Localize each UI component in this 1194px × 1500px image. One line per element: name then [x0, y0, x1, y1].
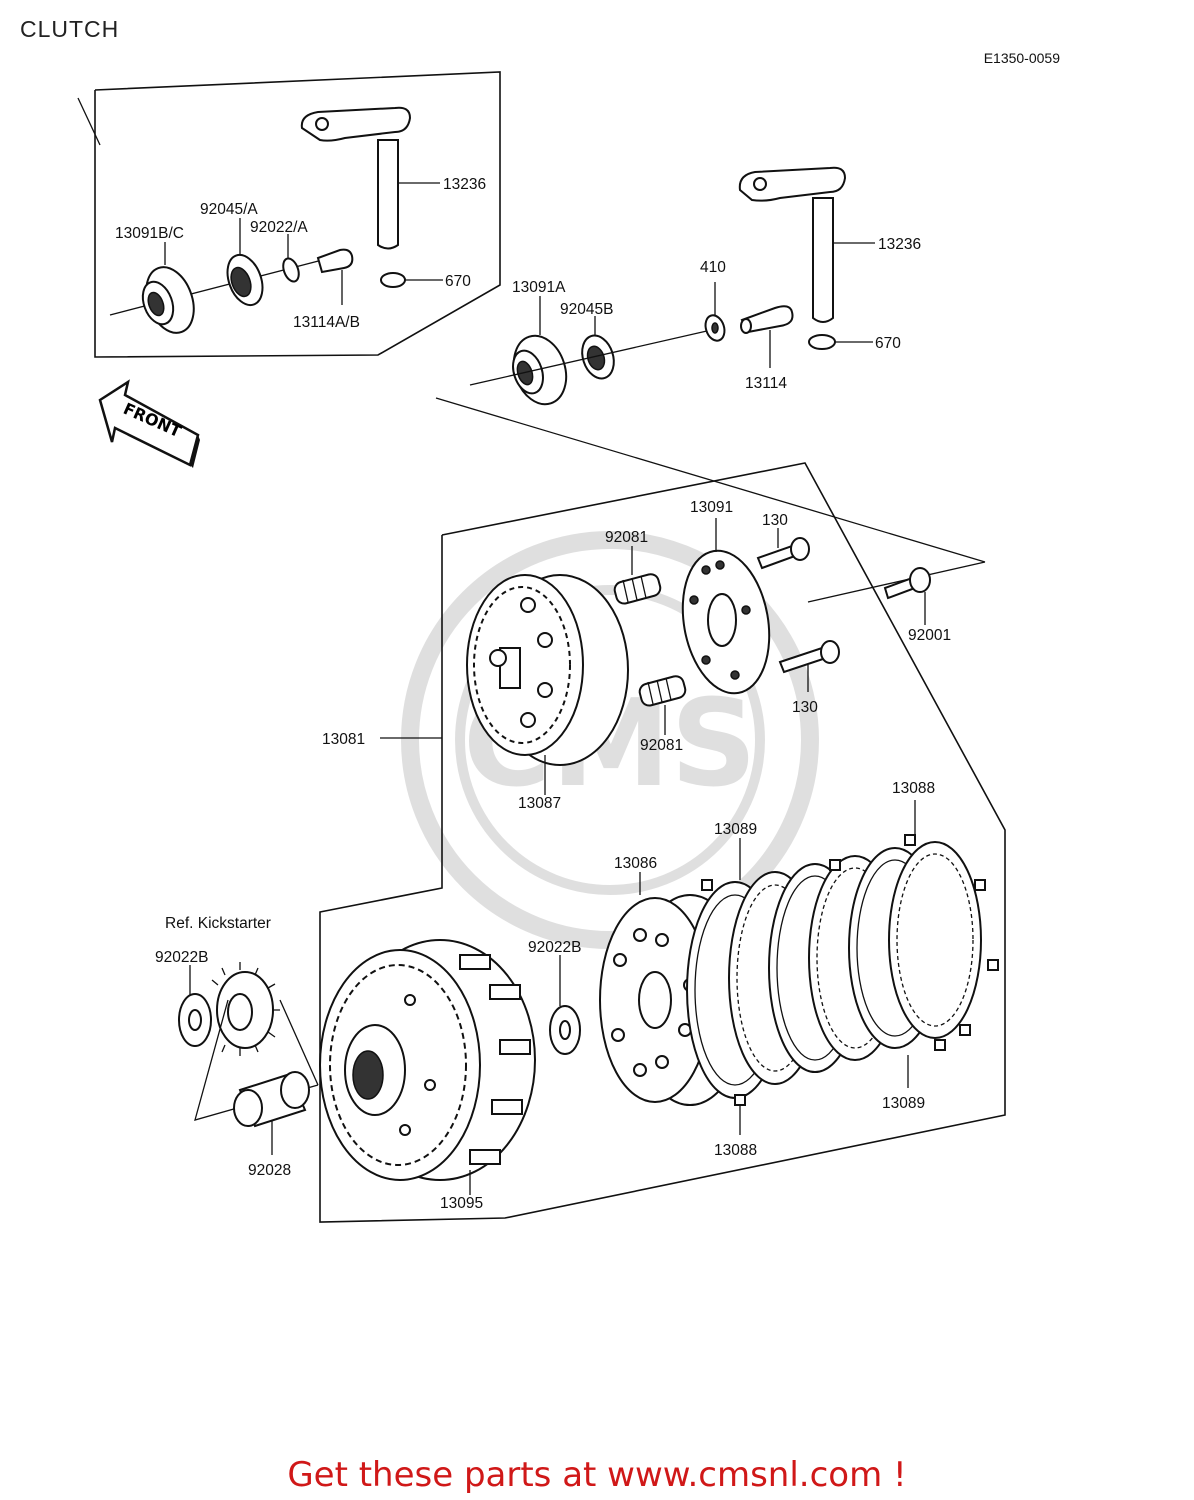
- washer-410: [704, 314, 726, 342]
- label-13114: 13114: [745, 375, 787, 392]
- label-92022a: 92022/A: [250, 219, 308, 236]
- bolt-130-bottom: [778, 640, 840, 674]
- washer-92022b-left: [178, 993, 212, 1047]
- front-arrow: FRONT: [98, 379, 200, 468]
- label-13089-bottom: 13089: [882, 1095, 925, 1112]
- spring-bottom: [638, 675, 687, 707]
- bolt-92001: [883, 567, 931, 600]
- label-92028: 92028: [248, 1162, 291, 1179]
- label-410: 410: [700, 259, 726, 276]
- label-670-upper: 670: [445, 273, 471, 290]
- label-13091: 13091: [690, 499, 733, 516]
- label-13081: 13081: [322, 731, 365, 748]
- sleeve-92028: [233, 1071, 310, 1128]
- oil-seal-mid: [512, 334, 568, 406]
- pushrod-left: [316, 248, 354, 274]
- footer-parts-link[interactable]: Get these parts at www.cmsnl.com !: [0, 1455, 1194, 1495]
- label-ref-kickstarter: Ref. Kickstarter: [165, 915, 271, 932]
- label-13095: 13095: [440, 1195, 483, 1212]
- label-92045a: 92045/A: [200, 201, 258, 218]
- lever-shaft-right: [738, 166, 847, 323]
- label-13087: 13087: [518, 795, 561, 812]
- clutch-housing-13095: [319, 939, 536, 1181]
- label-13088-top: 13088: [892, 780, 935, 797]
- label-92081-bottom: 92081: [640, 737, 683, 754]
- washer-670-right: [808, 334, 836, 350]
- clutch-hub-13087: [466, 574, 629, 766]
- spring-top: [613, 573, 662, 605]
- washer-left: [282, 257, 300, 283]
- kickstarter-gear: [211, 962, 280, 1056]
- washer-92022b-mid: [549, 1005, 581, 1055]
- label-130-top: 130: [762, 512, 788, 529]
- label-13091a: 13091A: [512, 279, 566, 296]
- label-13089-top: 13089: [714, 821, 757, 838]
- cmsnl-link[interactable]: Get these parts at www.cmsnl.com !: [287, 1455, 907, 1495]
- bolt-130-top: [756, 537, 810, 570]
- label-130-bottom: 130: [792, 699, 818, 716]
- label-13236-right: 13236: [878, 236, 921, 253]
- label-92022b-mid: 92022B: [528, 939, 581, 956]
- washer-670-upper: [380, 272, 406, 288]
- oil-seal-left: [141, 266, 195, 334]
- label-92045b: 92045B: [560, 301, 613, 318]
- lever-shaft-upper: [300, 106, 440, 250]
- label-92022b-left: 92022B: [155, 949, 208, 966]
- label-13236-upper: 13236: [443, 176, 486, 193]
- bearing-mid: [581, 334, 615, 380]
- pressure-plate-13091: [681, 549, 771, 695]
- label-670-right: 670: [875, 335, 901, 352]
- clutch-plates-stack: [686, 834, 999, 1106]
- label-13088-bottom: 13088: [714, 1142, 757, 1159]
- label-92001: 92001: [908, 627, 951, 644]
- label-92081-top: 92081: [605, 529, 648, 546]
- label-13086: 13086: [614, 855, 657, 872]
- bearing-left: [226, 253, 264, 307]
- main-group-frame: [319, 397, 1006, 1223]
- upper-left-group-frame: [77, 71, 501, 358]
- label-13114ab: 13114A/B: [293, 314, 360, 331]
- label-13091bc: 13091B/C: [115, 225, 184, 242]
- figure-code: E1350-0059: [984, 50, 1061, 66]
- pushrod-mid: [740, 305, 794, 334]
- page-title: CLUTCH: [20, 16, 120, 42]
